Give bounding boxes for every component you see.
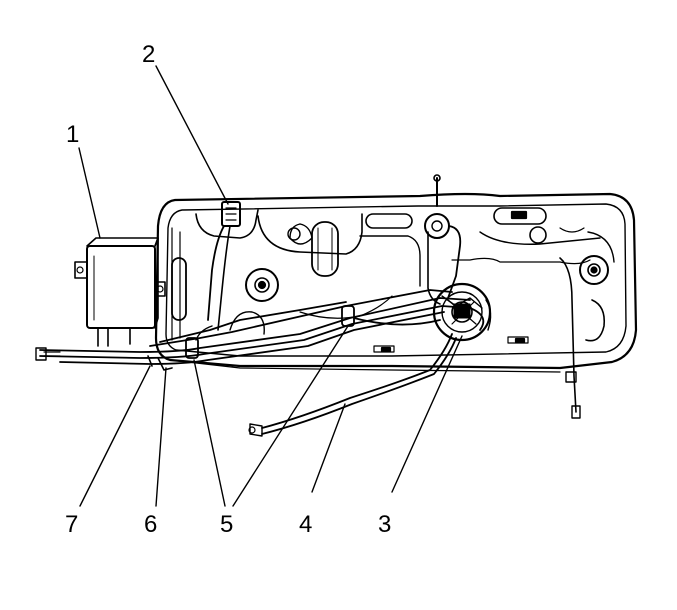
leader-5b — [232, 325, 349, 507]
leader-5a — [193, 359, 226, 507]
harness-connector — [207, 201, 241, 331]
callout-7: 7 — [65, 511, 78, 538]
leader-4 — [311, 403, 346, 493]
leader-6 — [155, 367, 167, 507]
leader-2 — [155, 65, 229, 205]
callout-2: 2 — [142, 41, 155, 68]
leader-lines — [78, 65, 463, 507]
callout-4: 4 — [299, 511, 312, 538]
leader-7 — [79, 365, 151, 507]
fuel-line — [248, 333, 457, 437]
harness-bundle — [35, 257, 581, 419]
leader-1 — [78, 147, 101, 239]
callout-3: 3 — [378, 511, 391, 538]
callout-1: 1 — [66, 121, 79, 148]
vent-tube — [424, 174, 462, 305]
callout-6: 6 — [144, 511, 157, 538]
leader-3 — [391, 335, 463, 493]
fuel-tank — [154, 192, 638, 373]
callout-5: 5 — [220, 511, 233, 538]
callout-labels: 1 2 3 4 5 6 7 — [65, 41, 391, 538]
evap-canister — [74, 237, 166, 347]
